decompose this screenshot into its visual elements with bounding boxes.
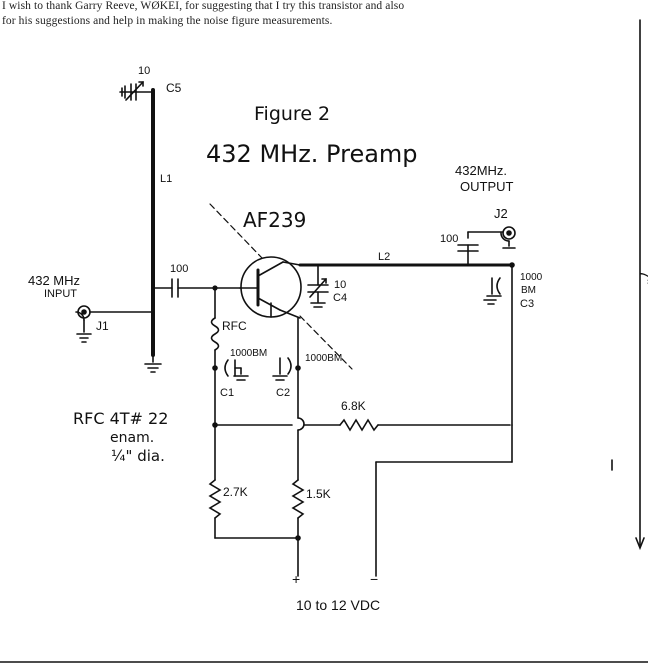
rfc-coil [210,287,220,426]
output-capacitor [457,231,504,266]
intro-text-line-2: for his suggestions and help in making t… [2,15,333,27]
c5-trimmer-capacitor [119,81,153,101]
c1-value-label: 1000BM [230,348,267,359]
c4-trimmer-capacitor [307,264,329,308]
rfc-note-line-1: RFC 4T# 22 [73,409,168,428]
c3-capacitor [483,262,515,426]
c3-unit-label: BM [521,285,536,296]
rfc-note-line-2: enam. [110,430,154,446]
input-label: INPUT [44,288,77,300]
r-1-5k-label: 1.5K [306,487,331,501]
supply-voltage-label: 10 to 12 VDC [296,597,380,613]
c3-ref-label: C3 [520,298,534,310]
l1-ground-symbol [144,363,162,373]
coupling-capacitor [152,278,241,298]
rfc-ref-label: RFC [222,319,247,333]
l1-ref-label: L1 [160,173,172,185]
c1-capacitor [212,359,249,381]
c4-ref-label: C4 [333,292,347,304]
c4-value-label: 10 [334,279,346,291]
figure-label: Figure 2 [254,103,330,125]
j2-output-connector [500,226,516,249]
c3-value-label: 1000 [520,272,543,283]
output-frequency: 432MHz. [455,163,507,178]
c2-capacitor [272,357,301,381]
margin-measure-label: 7" [636,270,648,285]
intro-text-line-1: I wish to thank Garry Reeve, WØKEI, for … [2,0,405,12]
coupling-cap-value: 100 [170,263,188,275]
af239-transistor [209,203,353,370]
resistor-1-5k [291,479,305,519]
c5-ref-label: C5 [166,81,182,95]
c5-value-label: 10 [138,65,150,77]
wire-crossover [297,417,305,431]
r-6-8k-label: 6.8K [341,399,366,413]
j2-ref-label: J2 [494,206,508,221]
j1-ref-label: J1 [96,319,109,333]
c2-value-label: 1000BM [305,353,342,364]
transistor-label: AF239 [243,208,306,232]
j1-input-connector [75,305,154,343]
c1-ref-label: C1 [220,387,234,399]
resistor-6-8k [339,418,379,432]
margin-ruler-arrow [635,537,645,551]
l2-ref-label: L2 [378,251,390,263]
r-2-7k-label: 2.7K [223,485,248,499]
plus-terminal: + [292,571,300,587]
rfc-note-line-3: ¼" dia. [111,447,165,465]
figure-title: 432 MHz. Preamp [206,140,418,168]
output-cap-value: 100 [440,233,458,245]
c2-ref-label: C2 [276,387,290,399]
bus-junction [295,535,301,541]
input-frequency: 432 MHz [28,273,80,288]
resistor-2-7k [208,479,222,519]
output-label: OUTPUT [460,179,514,194]
minus-terminal: − [370,571,378,587]
